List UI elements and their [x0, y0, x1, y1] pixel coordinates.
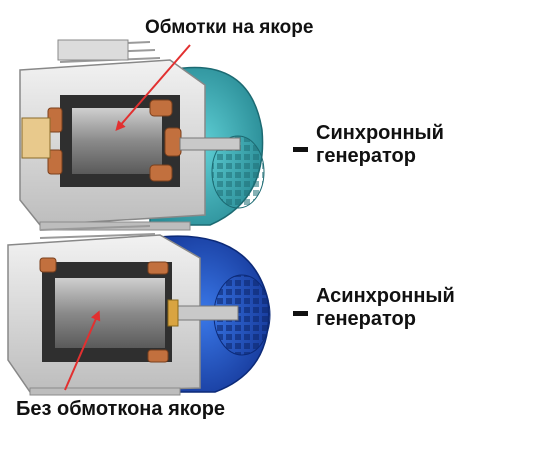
async-feet	[29, 387, 181, 396]
sync-rear-cap	[21, 117, 51, 159]
asynchronous-generator	[7, 225, 271, 396]
sync-shaft	[179, 137, 241, 151]
label-async-line1: Асинхронный	[316, 285, 455, 307]
sync-feet	[39, 221, 191, 231]
async-copper-end-rings	[39, 257, 169, 363]
async-shaft	[169, 305, 239, 321]
async-rotor	[55, 278, 165, 348]
label-no-armature-windings: Без обмоткона якоре	[16, 398, 226, 420]
dash-sync	[293, 147, 308, 152]
sync-fan-grill	[211, 135, 265, 209]
dash-async	[293, 311, 308, 316]
label-asynchronous-generator: Асинхронный генератор	[316, 285, 455, 331]
label-sync-line1: Синхронный	[316, 122, 444, 144]
synchronous-generator	[19, 39, 265, 231]
label-armature-windings: Обмотки на якоре	[145, 17, 314, 38]
arrow-top-pointer	[115, 44, 191, 132]
label-synchronous-generator: Синхронный генератор	[316, 122, 444, 168]
async-cooling-fins	[39, 225, 156, 239]
sync-terminal-box	[57, 39, 129, 61]
sync-copper-windings	[47, 99, 182, 182]
label-sync-line2: генератор	[316, 145, 416, 167]
sync-rotor	[72, 108, 162, 174]
label-async-line2: генератор	[316, 308, 416, 330]
arrow-bottom-pointer	[64, 310, 101, 391]
async-bearing	[167, 299, 179, 327]
